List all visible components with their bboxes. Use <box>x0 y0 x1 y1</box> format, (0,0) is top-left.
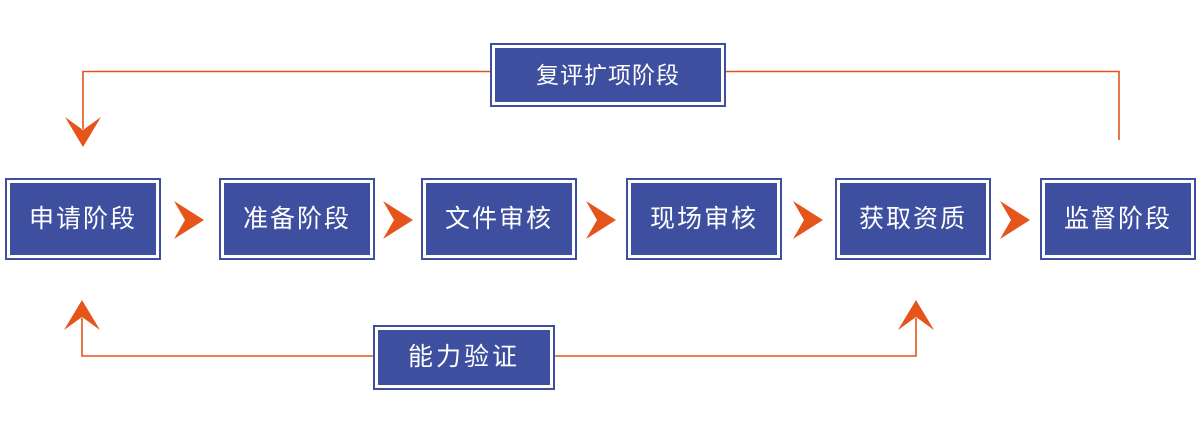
flow-arrow-icon <box>1000 201 1030 239</box>
stage-box-fill: 现场审核 <box>631 183 777 255</box>
flow-arrow-icon <box>793 201 823 239</box>
stage-box-application: 申请阶段 <box>5 178 161 260</box>
stage-box-qualification: 获取资质 <box>835 178 991 260</box>
stage-label: 文件审核 <box>444 204 553 233</box>
loop-label: 复评扩项阶段 <box>536 61 680 88</box>
flow-arrow-icon <box>383 201 413 239</box>
stage-label: 申请阶段 <box>28 204 137 233</box>
stage-box-fill: 文件审核 <box>426 183 572 255</box>
stage-label: 监督阶段 <box>1063 204 1172 233</box>
loop-box-reassessment: 复评扩项阶段 <box>490 43 726 107</box>
stage-box-supervision: 监督阶段 <box>1040 178 1196 260</box>
loop-label: 能力验证 <box>407 343 520 371</box>
loop-box-fill: 复评扩项阶段 <box>495 48 721 102</box>
stage-label: 准备阶段 <box>242 204 351 233</box>
stage-box-fill: 获取资质 <box>840 183 986 255</box>
stage-box-fill: 准备阶段 <box>224 183 370 255</box>
loop-box-fill: 能力验证 <box>378 330 550 385</box>
arrowhead-up-icon <box>64 300 100 330</box>
flow-arrow-icon <box>174 201 204 239</box>
stage-box-document-review: 文件审核 <box>421 178 577 260</box>
flow-arrow-icon <box>586 201 616 239</box>
arrowhead-up-icon <box>898 300 934 330</box>
stage-label: 现场审核 <box>649 204 758 233</box>
loop-box-proficiency-testing: 能力验证 <box>373 325 555 390</box>
stage-box-onsite-review: 现场审核 <box>626 178 782 260</box>
stage-box-fill: 监督阶段 <box>1045 183 1191 255</box>
stage-box-fill: 申请阶段 <box>10 183 156 255</box>
stage-box-preparation: 准备阶段 <box>219 178 375 260</box>
stage-label: 获取资质 <box>858 204 967 233</box>
arrowhead-down-icon <box>65 117 101 147</box>
